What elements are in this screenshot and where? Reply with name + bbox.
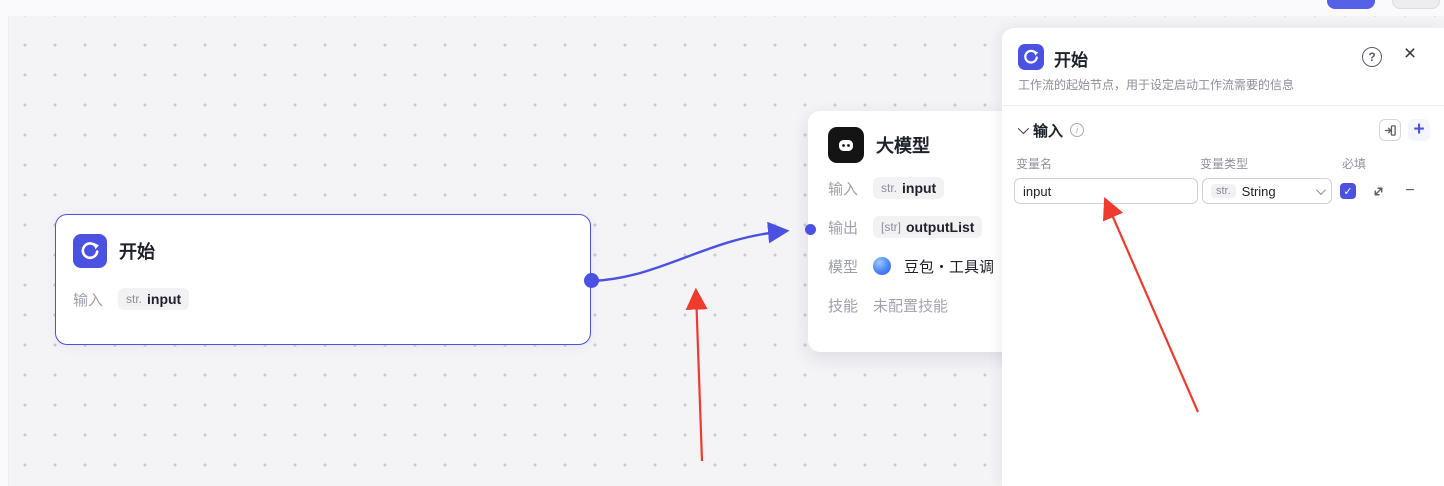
start-node-title: 开始 <box>119 242 155 262</box>
panel-start-icon <box>1018 44 1044 70</box>
help-icon[interactable]: ? <box>1362 47 1382 67</box>
remove-variable-icon[interactable]: − <box>1405 182 1415 199</box>
input-section-label: 输入 <box>1033 122 1064 140</box>
left-edge <box>0 16 9 486</box>
close-icon[interactable]: × <box>1403 42 1417 65</box>
start-node-icon <box>73 234 107 268</box>
llm-node-header: 大模型 <box>828 127 1038 163</box>
llm-model-name: 豆包・工具调 <box>904 258 995 276</box>
required-checkbox[interactable]: ✓ <box>1340 183 1356 199</box>
variable-name-input[interactable] <box>1014 178 1198 204</box>
panel-divider <box>1002 105 1444 106</box>
llm-output-variable-tag[interactable]: [str] outputList <box>873 216 983 238</box>
llm-input-variable-tag[interactable]: str. input <box>873 177 945 199</box>
start-input-variable-tag[interactable]: str. input <box>118 288 190 310</box>
llm-node-title: 大模型 <box>876 136 930 156</box>
toolbar-secondary-button[interactable] <box>1392 0 1440 9</box>
top-strip <box>0 0 1444 16</box>
column-required: 必填 <box>1342 157 1367 171</box>
chevron-down-icon[interactable] <box>1017 122 1030 135</box>
start-input-label: 输入 <box>73 291 104 309</box>
llm-node-icon <box>828 127 864 163</box>
expand-row-icon[interactable] <box>1368 181 1388 201</box>
variable-type-select[interactable]: str. String <box>1202 178 1332 204</box>
add-variable-button[interactable]: + <box>1408 119 1430 141</box>
panel-title: 开始 <box>1054 51 1088 70</box>
chevron-down-icon <box>1315 184 1326 195</box>
info-icon: i <box>1070 123 1085 137</box>
llm-skills-value: 未配置技能 <box>873 297 949 315</box>
column-variable-type: 变量类型 <box>1200 157 1249 171</box>
start-node-header: 开始 <box>73 234 573 268</box>
doubao-model-icon <box>873 257 891 275</box>
type-value: String <box>1241 183 1276 199</box>
type-tag: str. <box>1211 184 1236 198</box>
toolbar-primary-button[interactable] <box>1327 0 1375 9</box>
expand-editor-icon[interactable] <box>1379 119 1401 141</box>
panel-description: 工作流的起始节点，用于设定启动工作流需要的信息 <box>1018 78 1295 92</box>
start-node-output-port[interactable] <box>584 273 599 288</box>
start-node-config-panel: 开始 ? × 工作流的起始节点，用于设定启动工作流需要的信息 输入 i + 变量… <box>1002 28 1444 486</box>
start-node[interactable]: 开始 输入 str. input <box>55 214 591 345</box>
llm-node-input-port[interactable] <box>805 224 816 235</box>
column-variable-name: 变量名 <box>1016 157 1053 171</box>
